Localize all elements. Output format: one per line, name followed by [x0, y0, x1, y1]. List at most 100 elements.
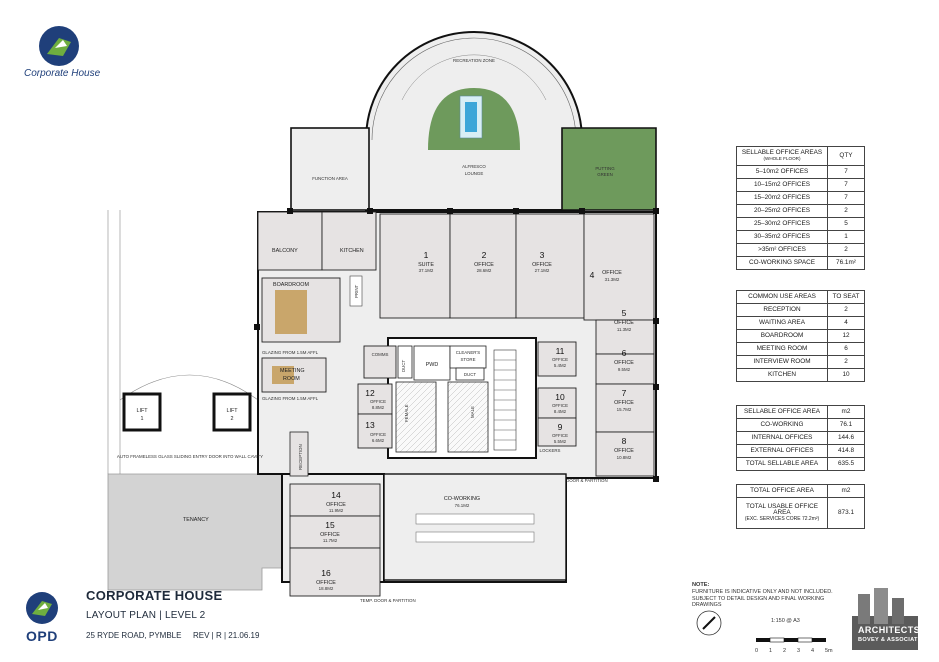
office-9-label: OFFICE: [552, 433, 568, 438]
recreation-zone: RECREATION ZONE ALFRESCO LOUNGE: [365, 31, 583, 211]
m2-header: m2: [827, 405, 865, 419]
office-10-number: 10: [555, 392, 565, 402]
scale-tick-3: 3: [797, 648, 801, 654]
office-3-label: OFFICE: [532, 262, 552, 268]
drawing-title: LAYOUT PLAN | LEVEL 2: [86, 610, 206, 621]
project-title: CORPORATE HOUSE: [86, 588, 223, 603]
scale-tick-1: 1: [769, 648, 773, 654]
scale-tick-5: 5m: [825, 648, 833, 654]
reception-label: RECEPTION: [298, 444, 303, 470]
office-14-number: 14: [331, 490, 341, 500]
office-4-number: 4: [590, 270, 595, 280]
room-label: ROOM: [283, 376, 300, 382]
duct-label-2: DUCT: [464, 372, 477, 377]
common-areas-header: COMMON USE AREAS: [736, 290, 828, 304]
coworking-label: CO-WORKING: [444, 496, 480, 502]
office-15-number: 15: [325, 520, 335, 530]
sellable-office-areas-table: SELLABLE OFFICE AREAS (WHOLE FLOOR) QTY …: [736, 146, 865, 270]
temp-door-label-2: TEMP. DOOR & PARTITION: [552, 478, 608, 483]
office-8-number: 8: [622, 436, 627, 446]
total-m2-header: m2: [827, 484, 865, 498]
office-15-label: OFFICE: [320, 532, 340, 538]
boardroom-label: BOARDROOM: [273, 282, 309, 288]
sellable-areas-header: SELLABLE OFFICE AREAS (WHOLE FLOOR): [736, 146, 828, 166]
total-area-header: TOTAL OFFICE AREA: [736, 484, 828, 498]
scale-label: 1:150 @ A3: [771, 618, 800, 624]
office-8-area: 10.8M2: [617, 455, 632, 460]
office-12-number: 12: [365, 388, 375, 398]
office-7-number: 7: [622, 388, 627, 398]
office-16-label: OFFICE: [316, 580, 336, 586]
lift-2-number: 2: [231, 416, 234, 422]
office-4-area: 31.3M2: [605, 277, 620, 282]
duct-label-1: DUCT: [401, 359, 406, 372]
company-name: OPD: [26, 628, 58, 644]
alfresco-label: ALFRESCO: [462, 164, 486, 169]
office-1-suite-label: SUITE: [418, 262, 434, 268]
sellable-area-header: SELLABLE OFFICE AREA: [736, 405, 828, 419]
scale-tick-4: 4: [811, 648, 815, 654]
office-14-label: OFFICE: [326, 502, 346, 508]
balcony-label: BALCONY: [272, 248, 298, 254]
recreation-zone-label: RECREATION ZONE: [453, 58, 495, 63]
office-14-area: 11.9M2: [329, 508, 344, 513]
office-7-label: OFFICE: [614, 400, 634, 406]
print-label: PRINT: [354, 285, 359, 298]
office-2-label: OFFICE: [474, 262, 494, 268]
temp-door-label-1: TEMP. DOOR & PARTITION: [360, 598, 416, 603]
architect-firm: BOVEY & ASSOCIATES: [858, 637, 926, 643]
lockers-label: LOCKERS: [540, 448, 561, 453]
lounge-label: LOUNGE: [465, 171, 484, 176]
lift-1-label: LIFT: [136, 408, 148, 414]
east-offices: [595, 319, 655, 477]
scale-tick-2: 2: [783, 648, 787, 654]
male-label: MALE: [470, 406, 475, 418]
total-office-area-table: TOTAL OFFICE AREA m2 TOTAL USABLE OFFICE…: [736, 484, 865, 529]
office-13-area: 6.6M2: [372, 438, 385, 443]
office-15-area: 11.7M2: [323, 538, 338, 543]
female-label: FEMALE: [404, 404, 409, 422]
office-10-label: OFFICE: [552, 403, 568, 408]
north-arrow-icon: [696, 610, 722, 636]
scale-bar: [756, 637, 826, 643]
internal-offices: [357, 341, 577, 449]
office-4-label: OFFICE: [602, 270, 622, 276]
office-9-number: 9: [558, 422, 563, 432]
office-3-number: 3: [540, 250, 545, 260]
coworking-area-label: 76.1M2: [455, 503, 470, 508]
meeting-label: MEETING: [280, 368, 305, 374]
office-5-area: 11.3M2: [617, 327, 632, 332]
cleaners-label: CLEANER'S: [456, 350, 481, 355]
structural-columns: [254, 208, 659, 482]
brand-name: Corporate House: [24, 68, 101, 79]
office-5-label: OFFICE: [614, 320, 634, 326]
office-16-area: 18.8M2: [319, 586, 334, 591]
to-seat-header: TO SEAT: [827, 290, 865, 304]
project-address: 25 RYDE ROAD, PYMBLE: [86, 631, 182, 640]
green-label: GREEN: [597, 172, 613, 177]
kitchen-label: KITCHEN: [340, 248, 364, 254]
office-11-area: 5.4M2: [554, 363, 567, 368]
services-core: COMMS DUCT PWD CLEANER'S STORE DUCT FEMA…: [363, 337, 561, 459]
putting-label: PUTTING: [595, 166, 615, 171]
scale-tick-0: 0: [755, 648, 759, 654]
office-1-area: 37.1M2: [419, 268, 434, 273]
office-2-area: 28.6M2: [477, 268, 492, 273]
north-offices: PRINT: [349, 213, 655, 321]
